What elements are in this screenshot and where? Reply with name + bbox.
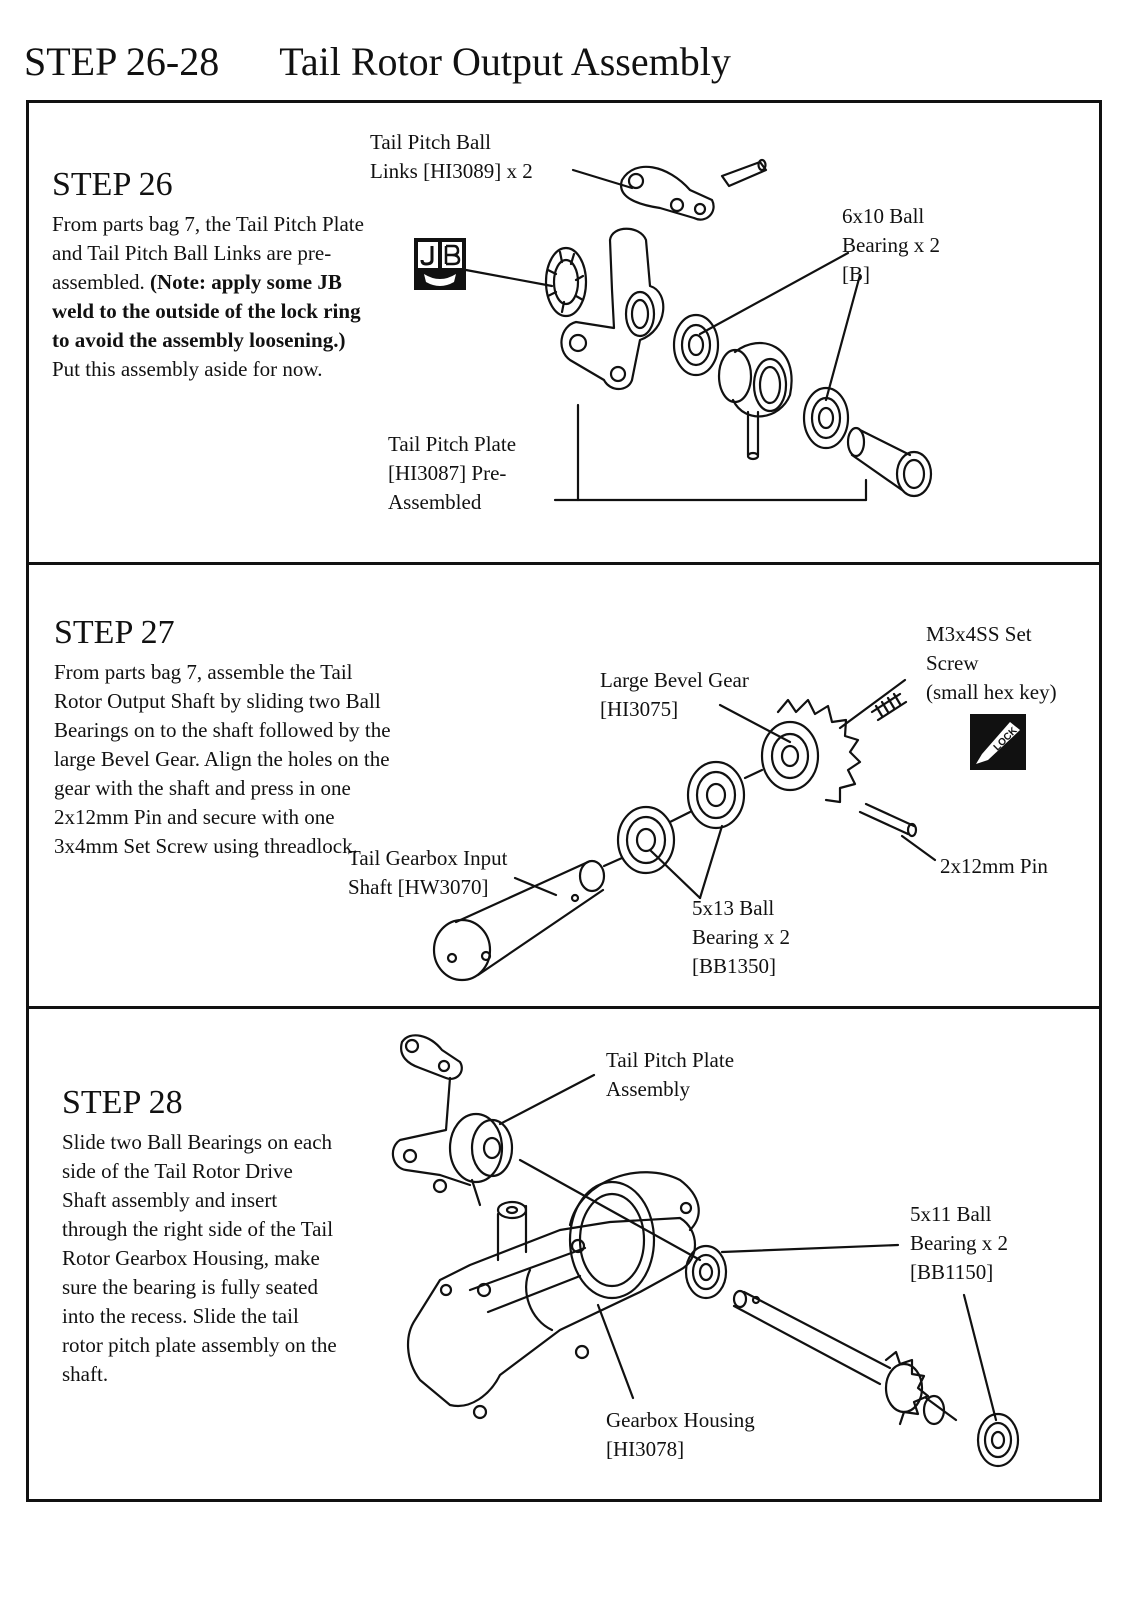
step26-heading: STEP 26 [52,166,173,203]
page-title: STEP 26-28 Tail Rotor Output Assembly [24,38,731,85]
step27-heading: STEP 27 [54,614,175,651]
step28-heading: STEP 28 [62,1084,183,1121]
step26-drawing [464,158,933,502]
step26-text-intro: From parts bag 7, the Tail Pitch Plate a… [52,212,364,294]
label-pitch-plate-assembly: Tail Pitch Plate Assembly [606,1048,735,1101]
label-5x13-bearing: 5x13 Ball Bearing x 2 [BB1350] [692,896,790,978]
label-pitch-plate: Tail Pitch Plate [HI3087] Pre- Assembled [388,432,517,514]
label-set-screw: M3x4SS Set Screw (small hex key) [926,622,1057,704]
threadlock-icon: LOCK [970,714,1026,770]
section-title: Tail Rotor Output Assembly [279,39,731,84]
step26-instructions: STEP 26 From parts bag 7, the Tail Pitch… [52,166,372,384]
label-ball-links: Tail Pitch Ball Links [HI3089] x 2 [370,130,533,183]
label-input-shaft: Tail Gearbox Input Shaft [HW3070] [348,846,508,899]
step28-instructions: STEP 28 Slide two Ball Bearings on each … [62,1084,342,1389]
label-5x11-bearing: 5x11 Ball Bearing x 2 [BB1150] [910,1202,1008,1284]
step27-drawing [432,678,937,982]
step-range: STEP 26-28 [24,39,220,84]
label-large-bevel-gear: Large Bevel Gear [HI3075] [600,668,749,721]
step26-text-end: Put this assembly aside for now. [52,357,323,381]
step28-drawing [391,1034,1020,1468]
step26-note: (Note: apply some JB weld to the outside… [52,270,361,352]
label-6x10-bearing: 6x10 Ball Bearing x 2 [B] [842,204,940,286]
label-gearbox-housing: Gearbox Housing [HI3078] [606,1408,755,1461]
divider-step27-28 [26,1006,1102,1009]
step26-text: From parts bag 7, the Tail Pitch Plate a… [52,210,372,384]
divider-step26-27 [26,562,1102,565]
label-pin: 2x12mm Pin [940,854,1048,878]
instructions-frame [26,100,1102,1502]
step27-instructions: STEP 27 From parts bag 7, assemble the T… [54,614,399,861]
step28-text: Slide two Ball Bearings on each side of … [62,1130,337,1386]
jb-weld-icon: JB [414,238,466,290]
step27-text: From parts bag 7, assemble the Tail Roto… [54,660,391,858]
